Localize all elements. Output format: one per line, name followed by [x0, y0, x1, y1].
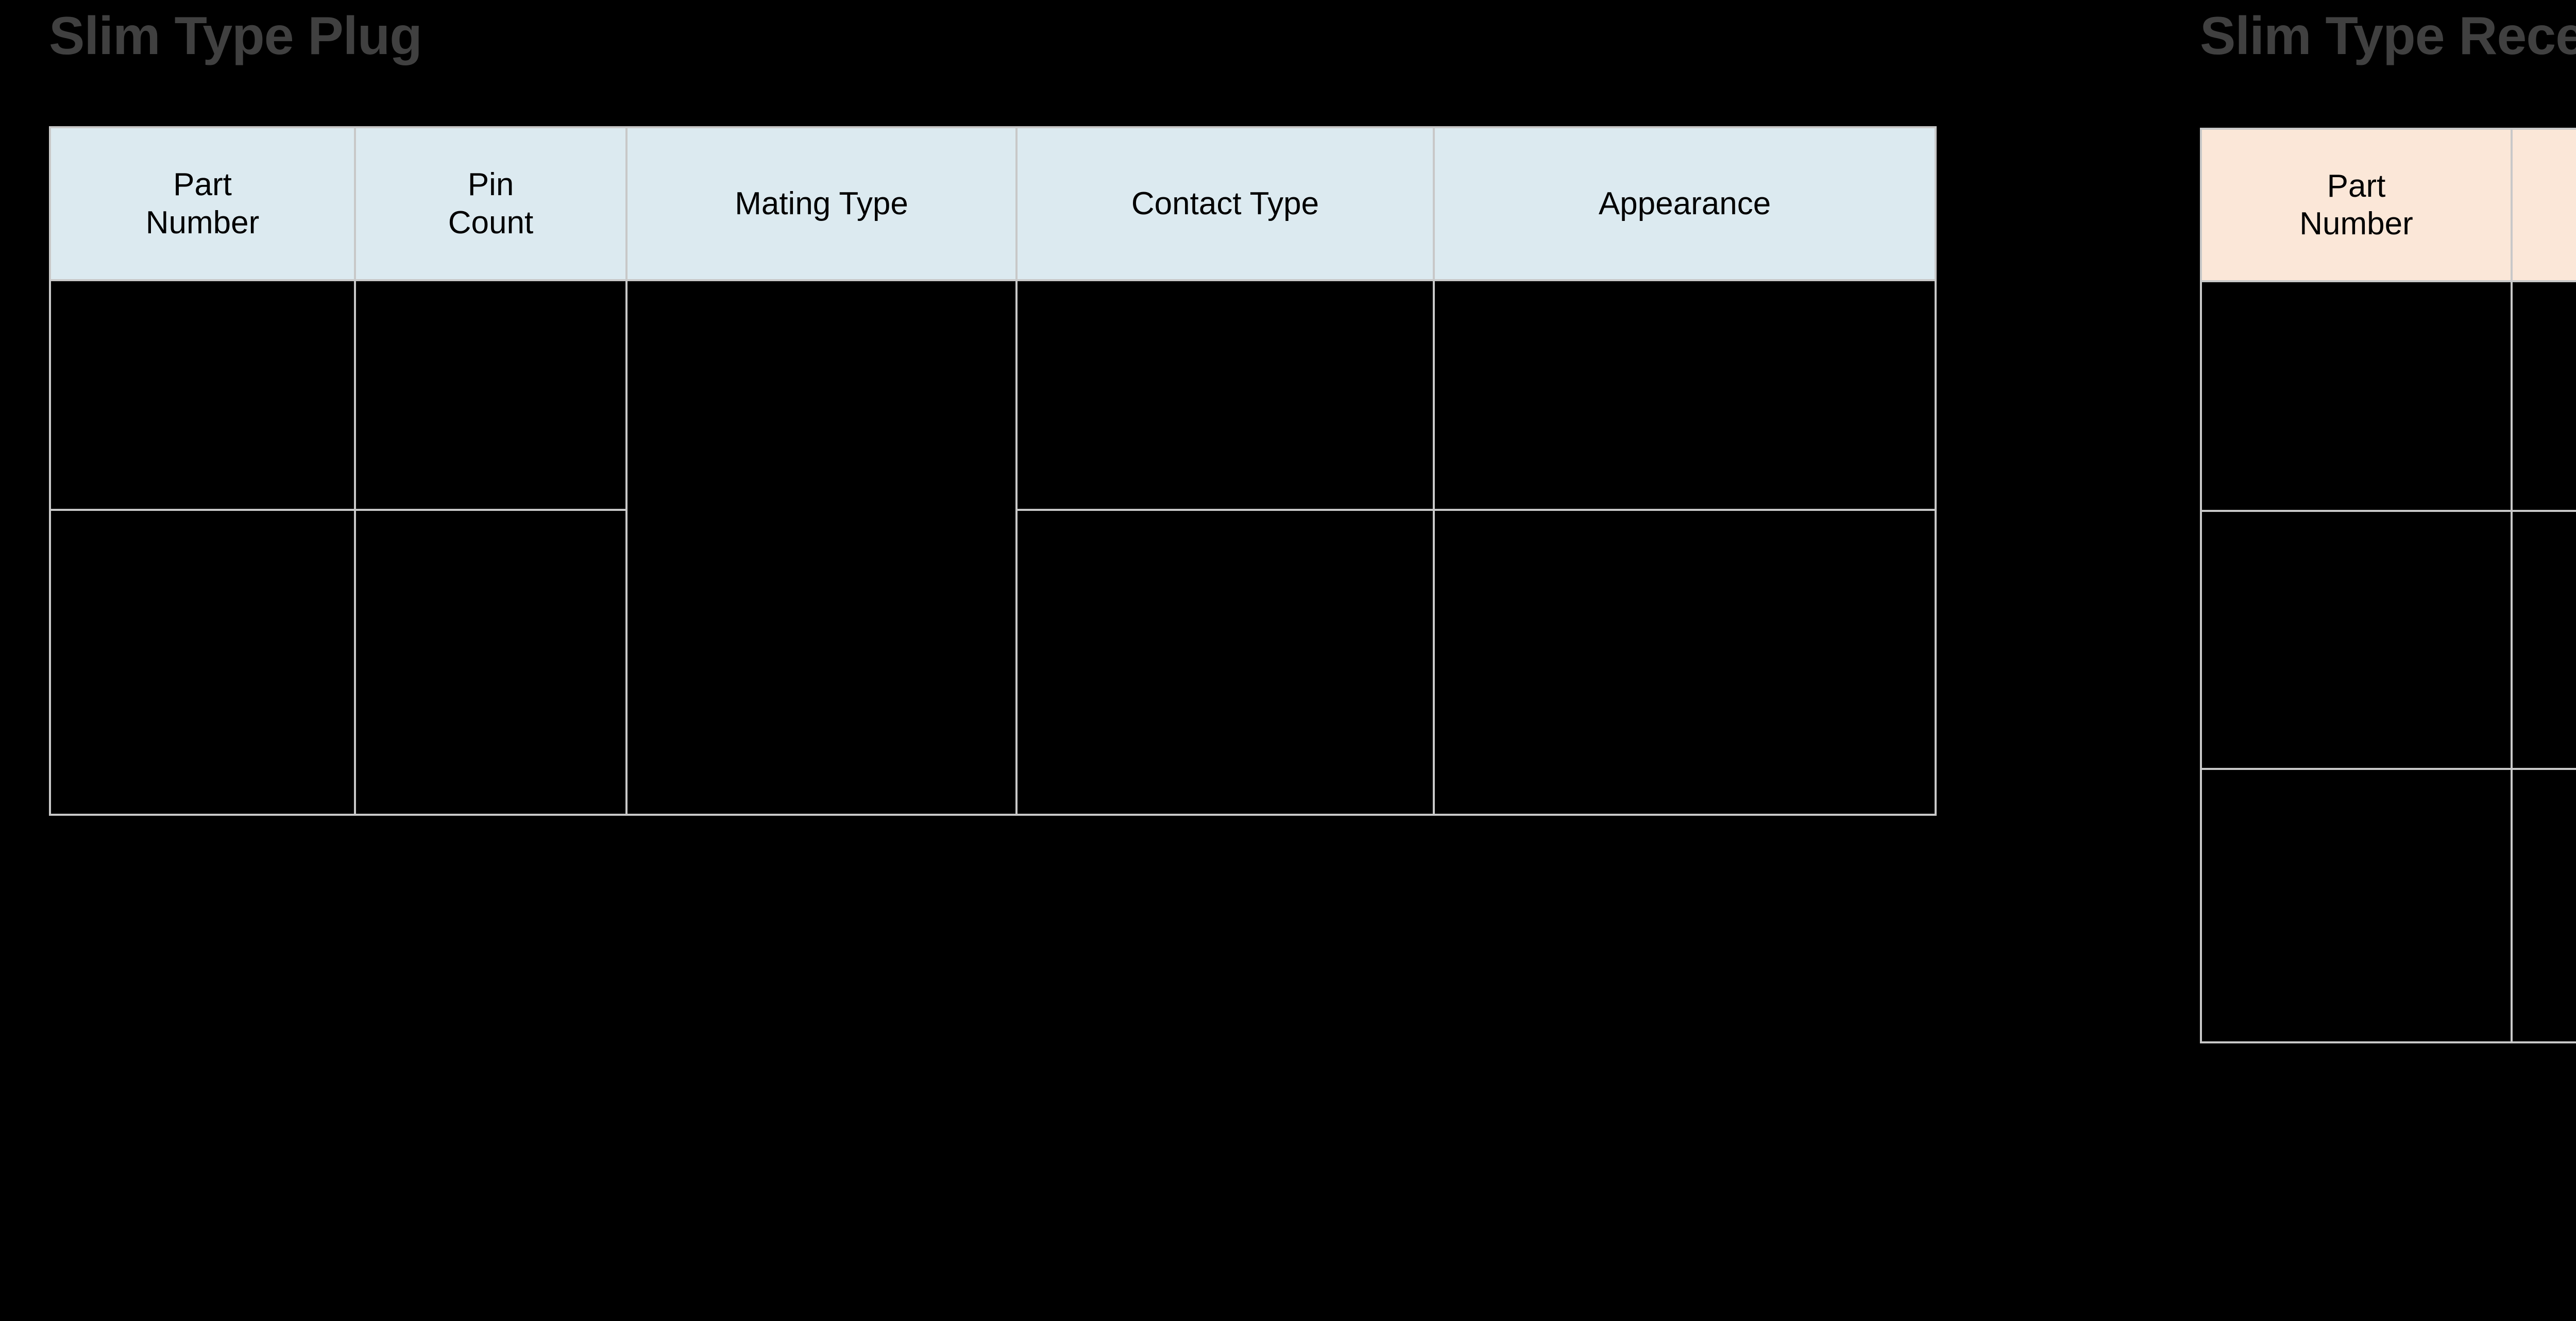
cell-pin-count	[2511, 510, 2576, 770]
table-header-row: Part Number Pin Count Mating Type Contac…	[49, 126, 1937, 281]
table-row	[2200, 280, 2576, 512]
cell-mating-type	[625, 279, 1018, 816]
cell-contact-type	[1015, 509, 1435, 816]
table-slim-type-receptacle: Part Number Pin Count Mating Type Appear…	[2200, 128, 2576, 1043]
cell-pin-count	[354, 279, 628, 511]
cell-part-number	[2200, 280, 2513, 512]
column-header-part-number: Part Number	[49, 126, 356, 281]
column-header-label: Part Number	[2299, 168, 2413, 242]
column-header-label: Appearance	[1598, 185, 1771, 221]
table-row	[2200, 768, 2576, 1043]
cell-part-number	[2200, 768, 2513, 1043]
column-header-label: Part Number	[145, 167, 260, 241]
column-header-contact-type: Contact Type	[1015, 126, 1435, 281]
table-row	[49, 279, 1937, 816]
table-row	[49, 509, 1937, 816]
column-header-pin-count: Pin Count	[2511, 128, 2576, 282]
table-row	[2200, 510, 2576, 770]
column-header-mating-type: Mating Type	[625, 126, 1018, 281]
table-slim-type-plug: Part Number Pin Count Mating Type Contac…	[49, 126, 1937, 816]
cell-appearance	[1433, 509, 1937, 816]
cell-pin-count	[2511, 768, 2576, 1043]
column-header-label: Pin Count	[448, 167, 534, 241]
column-header-label: Mating Type	[735, 185, 908, 221]
panel-slim-type-plug: Slim Type Plug Part Number Pin Count Mat…	[49, 6, 1937, 816]
column-header-label: Contact Type	[1131, 185, 1319, 221]
page-title-slim-type-plug: Slim Type Plug	[49, 6, 422, 66]
cell-part-number	[49, 279, 356, 511]
table-header-row: Part Number Pin Count Mating Type Appear…	[2200, 128, 2576, 282]
cell-pin-count	[2511, 280, 2576, 512]
page-title-slim-type-receptacle: Slim Type Receptacle	[2200, 6, 2576, 66]
cell-appearance	[1433, 279, 1937, 511]
cell-part-number	[49, 509, 356, 816]
cell-contact-type	[1015, 279, 1435, 511]
column-header-part-number: Part Number	[2200, 128, 2513, 282]
column-header-label: Pin Count	[2513, 167, 2576, 243]
cell-part-number	[2200, 510, 2513, 770]
column-header-pin-count: Pin Count	[354, 126, 628, 281]
column-header-appearance: Appearance	[1433, 126, 1937, 281]
cell-pin-count	[354, 509, 628, 816]
panel-slim-type-receptacle: Slim Type Receptacle Part Number Pin Cou…	[2200, 6, 2576, 1043]
